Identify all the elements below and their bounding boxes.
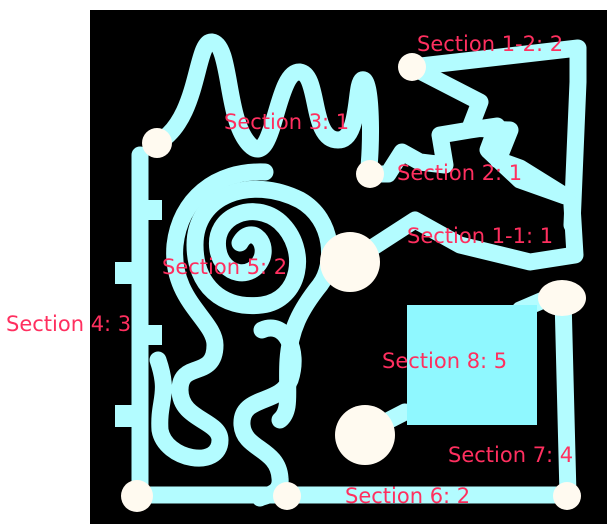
section-4-ticks: [115, 200, 162, 427]
node: [538, 280, 586, 316]
label-section-7: Section 7: 4: [448, 443, 573, 467]
node: [335, 405, 395, 465]
node: [356, 160, 384, 188]
label-section-5: Section 5: 2: [162, 255, 287, 279]
track-section-7: [554, 289, 577, 504]
label-section-2: Section 2: 1: [397, 161, 522, 185]
node: [142, 128, 172, 158]
section-8-block: [407, 305, 537, 425]
tick-mark: [115, 405, 145, 427]
track-section-3: [148, 33, 379, 183]
track-section-5: [186, 180, 338, 429]
track-section-5-outer: [149, 163, 274, 467]
tick-mark: [140, 200, 162, 220]
node: [398, 53, 426, 81]
label-section-1-2: Section 1-2: 2: [417, 32, 563, 56]
track-section-1-2: [403, 39, 587, 234]
node: [553, 482, 581, 510]
node: [320, 232, 380, 292]
tick-mark: [115, 262, 145, 284]
label-section-4: Section 4: 3: [6, 312, 131, 336]
node: [121, 480, 153, 512]
node: [273, 482, 301, 510]
label-section-6: Section 6: 2: [345, 484, 470, 508]
label-section-1-1: Section 1-1: 1: [407, 224, 553, 248]
label-section-8: Section 8: 5: [382, 349, 507, 373]
label-section-3: Section 3: 1: [224, 110, 349, 134]
track-section-1-1: [341, 196, 584, 271]
tick-mark: [140, 325, 162, 345]
track-section-2: [359, 58, 574, 205]
